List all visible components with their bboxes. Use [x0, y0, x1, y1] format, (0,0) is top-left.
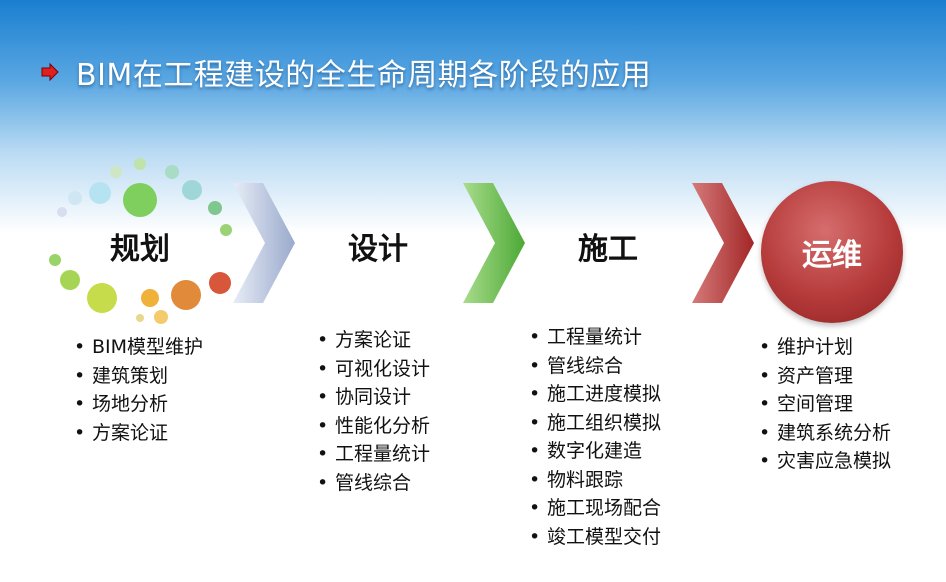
construction-bullet-list: 工程量统计 管线综合 施工进度模拟 施工组织模拟 数字化建造 物料跟踪 施工现场…: [529, 323, 661, 551]
bubble: [49, 254, 61, 266]
list-item: 建筑策划: [74, 362, 203, 391]
bubble: [171, 280, 201, 310]
list-item: 数字化建造: [529, 437, 661, 466]
bubble: [182, 180, 202, 200]
arrow-bullet-icon: [41, 62, 59, 82]
bubble: [110, 166, 122, 178]
bubble: [123, 183, 157, 217]
list-item: 施工进度模拟: [529, 380, 661, 409]
bubble: [209, 272, 231, 294]
list-item: 竣工模型交付: [529, 523, 661, 552]
bubble: [89, 182, 111, 204]
stage-label-construction: 施工: [578, 232, 638, 267]
list-item: 协同设计: [317, 383, 430, 412]
bubble: [208, 201, 222, 215]
list-item: 方案论证: [317, 326, 430, 355]
bubble: [68, 191, 82, 205]
list-item: 管线综合: [317, 469, 430, 498]
bubble: [87, 283, 117, 313]
bubble-cluster: [49, 158, 232, 324]
bubble: [165, 165, 179, 179]
list-item: 工程量统计: [529, 323, 661, 352]
list-item: 维护计划: [759, 333, 891, 362]
stage-label-operations: 运维: [802, 238, 862, 273]
bubble: [220, 224, 232, 236]
bubble: [60, 270, 80, 290]
bubble: [154, 310, 168, 324]
bubble: [141, 289, 159, 307]
bubble: [57, 207, 67, 217]
stage-label-design: 设计: [348, 232, 408, 267]
slide-title: BIM在工程建设的全生命周期各阶段的应用: [76, 58, 652, 93]
chevron-arrow-icon: [233, 183, 295, 303]
bubble: [136, 314, 144, 322]
list-item: 性能化分析: [317, 412, 430, 441]
operations-bullet-list: 维护计划 资产管理 空间管理 建筑系统分析 灾害应急模拟: [759, 333, 891, 476]
slide-title-row: BIM在工程建设的全生命周期各阶段的应用: [40, 52, 652, 93]
list-item: 物料跟踪: [529, 466, 661, 495]
list-item: 可视化设计: [317, 355, 430, 384]
planning-bullet-list: BIM模型维护 建筑策划 场地分析 方案论证: [74, 333, 203, 447]
design-bullet-list: 方案论证 可视化设计 协同设计 性能化分析 工程量统计 管线综合: [317, 326, 430, 497]
stage-label-planning: 规划: [110, 232, 170, 267]
chevron-arrow-icon: [692, 183, 754, 303]
list-item: 管线综合: [529, 352, 661, 381]
list-item: 灾害应急模拟: [759, 447, 891, 476]
list-item: BIM模型维护: [74, 333, 203, 362]
list-item: 资产管理: [759, 362, 891, 391]
list-item: 建筑系统分析: [759, 419, 891, 448]
list-item: 施工现场配合: [529, 494, 661, 523]
list-item: 施工组织模拟: [529, 409, 661, 438]
list-item: 空间管理: [759, 390, 891, 419]
list-item: 工程量统计: [317, 440, 430, 469]
operations-circle: 运维: [761, 181, 903, 323]
list-item: 场地分析: [74, 390, 203, 419]
chevron-arrow-icon: [463, 183, 525, 303]
bubble: [134, 158, 146, 170]
list-item: 方案论证: [74, 419, 203, 448]
